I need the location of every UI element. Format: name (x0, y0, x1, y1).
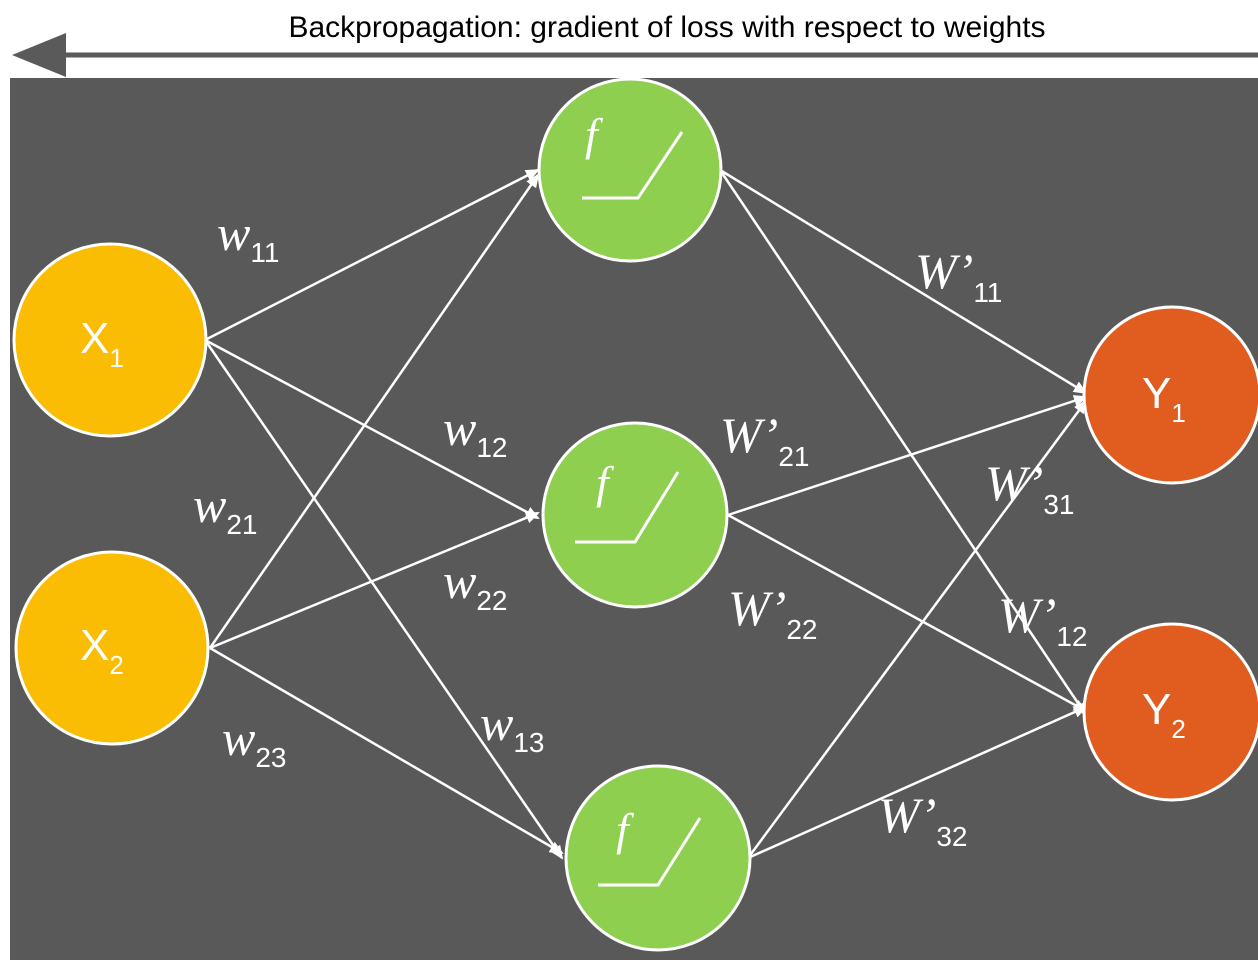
relu-icon (582, 131, 684, 200)
edge-x1-h1 (204, 168, 540, 342)
backprop-arrow (12, 33, 1258, 77)
edge-h3-y1 (746, 399, 1088, 859)
edges (203, 168, 1088, 860)
output-node-y2: Y2 (1082, 622, 1258, 802)
edge-h2-y1 (727, 395, 1088, 517)
weight-label-w22: w22 (443, 553, 508, 616)
edge-x2-h2 (209, 511, 540, 650)
weight-label-w-prime-31: W’31 (985, 455, 1074, 520)
input-node-x2: X2 (14, 550, 210, 746)
weight-labels: w11 w12 w21 w22 w23 w13 W’11 W’21 W’31 W… (193, 205, 1087, 852)
weight-label-w-prime-32: W’32 (878, 787, 967, 852)
edge-x1-h2 (204, 338, 540, 520)
edge-h3-y2 (747, 705, 1088, 860)
hidden-node-3: f (564, 764, 752, 952)
node-subscript: 1 (109, 343, 123, 373)
node-label: Y (1142, 685, 1171, 734)
output-node-y1: Y1 (1082, 305, 1258, 485)
svg-text:X1: X1 (80, 314, 124, 373)
weight-label-w23: w23 (222, 710, 287, 773)
weight-label-w-prime-21: W’21 (720, 407, 809, 472)
input-node-x1: X1 (12, 242, 208, 438)
weight-label-w13: w13 (480, 695, 545, 758)
weight-label-w-prime-22: W’22 (728, 580, 817, 645)
svg-text:Y2: Y2 (1142, 685, 1186, 744)
edge-x2-h1 (208, 173, 540, 649)
edge-h2-y2 (727, 513, 1088, 713)
node-subscript: 2 (1171, 714, 1185, 744)
edge-x1-h3 (203, 339, 564, 860)
relu-icon (598, 817, 702, 887)
node-subscript: 1 (1171, 398, 1185, 428)
edge-h1-y2 (718, 169, 1088, 717)
hidden-node-2: f (541, 421, 729, 609)
node-label: Y (1142, 369, 1171, 418)
weight-label-w11: w11 (217, 205, 279, 268)
node-label: X (80, 314, 109, 363)
weight-label-w-prime-11: W’11 (915, 243, 1002, 308)
edge-x2-h3 (209, 646, 564, 855)
edge-h1-y1 (719, 168, 1088, 395)
relu-icon (575, 471, 680, 544)
hidden-node-1: f (537, 77, 723, 263)
node-subscript: 2 (109, 650, 123, 680)
weight-label-w-prime-12: W’12 (998, 587, 1087, 652)
weight-label-w12: w12 (443, 400, 508, 463)
svg-text:Y1: Y1 (1142, 369, 1186, 428)
diagram-title: Backpropagation: gradient of loss with r… (288, 11, 1045, 44)
svg-text:X2: X2 (80, 621, 124, 680)
weight-label-w21: w21 (193, 477, 258, 540)
node-label: X (80, 621, 109, 670)
